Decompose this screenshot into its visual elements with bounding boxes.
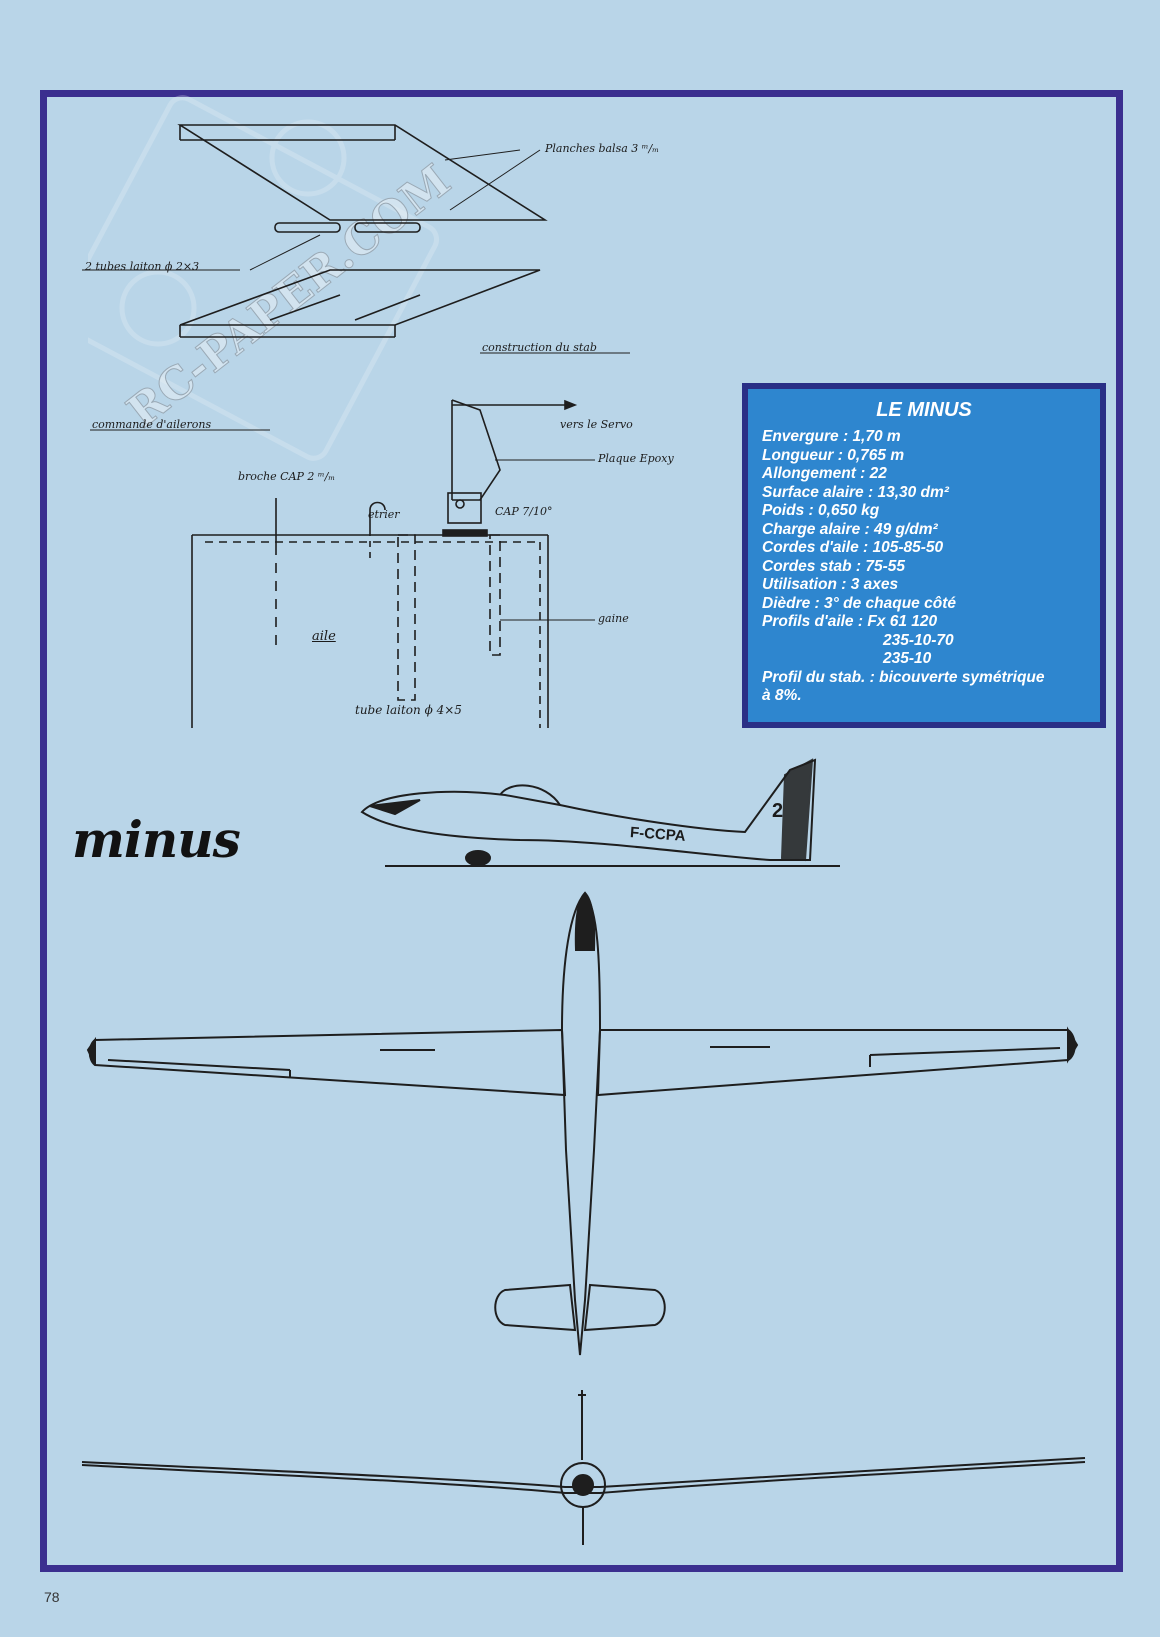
spec-line: Envergure : 1,70 m <box>762 428 901 445</box>
aileron-horn <box>442 399 595 537</box>
spec-line: Dièdre : 3° de chaque côté <box>762 594 956 612</box>
spec-line: Longueur : 0,765 m <box>762 446 905 464</box>
spec-line: Utilisation : 3 axes <box>762 576 899 593</box>
label-construction-stab: construction du stab <box>482 341 597 354</box>
spec-line: Surface alaire : 13,30 dm² <box>762 483 949 501</box>
stab-plank-bottom <box>179 269 541 338</box>
rc-paper-watermark: RC-PAPER.COM <box>88 95 461 461</box>
label-commande-ailerons: commande d'ailerons <box>92 418 212 431</box>
label-aile: aile <box>312 629 336 644</box>
spec-continuation: 235-10 <box>883 650 932 667</box>
wing-section <box>191 498 595 728</box>
specifications-box: LE MINUS Envergure : 1,70 m Longueur : 0… <box>742 383 1106 728</box>
glider-fin-number: 2 <box>772 800 784 822</box>
label-cap: CAP 7/10° <box>495 505 553 518</box>
page-number: 78 <box>44 1589 60 1605</box>
stab-plank-top <box>177 124 548 221</box>
spec-continuation: 235-10-70 <box>883 631 954 649</box>
label-vers-servo: vers le Servo <box>560 418 633 431</box>
specs-title: LE MINUS <box>876 399 972 421</box>
brass-tubes <box>274 222 421 233</box>
glider-side-view <box>360 758 840 867</box>
label-tube-laiton: tube laiton ϕ 4×5 <box>355 703 462 717</box>
spec-line: Cordes d'aile : 105-85-50 <box>762 539 944 556</box>
spec-line: Cordes stab : 75-55 <box>762 557 905 575</box>
spec-line: Poids : 0,650 kg <box>762 502 880 519</box>
label-etrier: etrier <box>368 508 400 521</box>
glider-top-view <box>86 891 1079 1356</box>
label-tubes-laiton: 2 tubes laiton ϕ 2×3 <box>85 260 200 273</box>
page-frame <box>40 90 1123 1572</box>
label-plaque-epoxy: Plaque Epoxy <box>598 452 674 465</box>
spec-line: Profil du stab. : bicouverte symétrique <box>762 668 1045 686</box>
spec-line: Profils d'aile : Fx 61 120 <box>762 613 938 630</box>
label-gaine: gaine <box>598 612 629 625</box>
label-planches-balsa: Planches balsa 3 ᵐ/ₘ <box>545 142 659 155</box>
label-broche-cap: broche CAP 2 ᵐ/ₘ <box>238 470 336 483</box>
glider-front-view <box>81 1390 1086 1545</box>
article-title: minus <box>72 810 241 869</box>
spec-line: Allongement : 22 <box>762 465 887 482</box>
spec-line: Charge alaire : 49 g/dm² <box>762 520 938 538</box>
spec-line: à 8%. <box>762 687 802 704</box>
